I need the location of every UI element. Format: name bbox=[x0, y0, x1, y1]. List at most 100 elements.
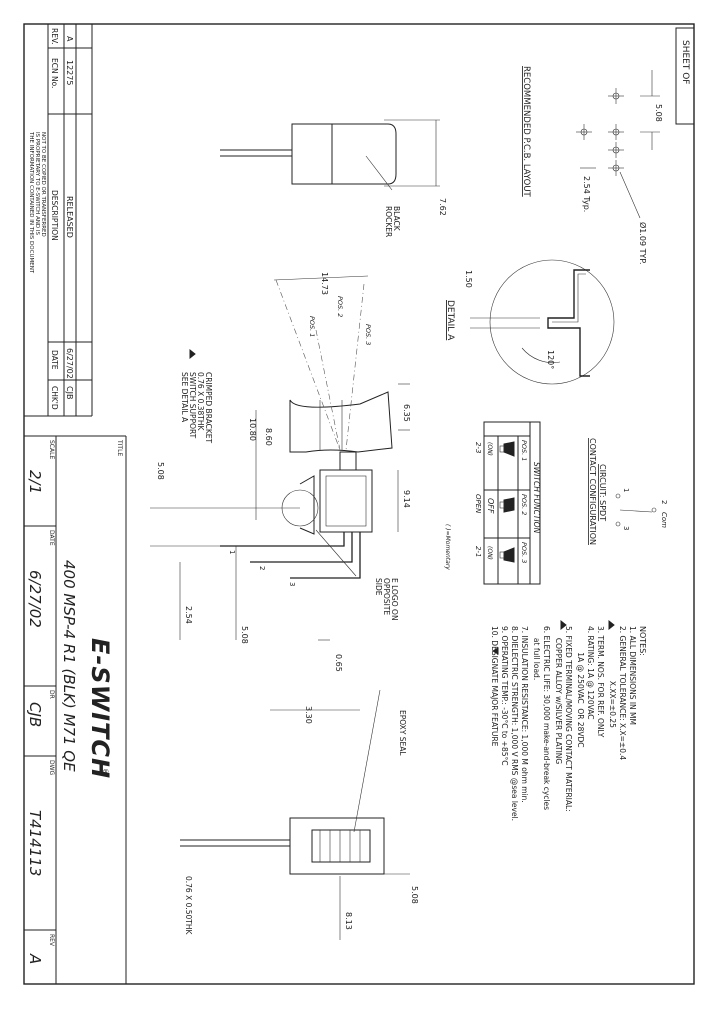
date-header: DATE bbox=[50, 350, 59, 370]
logo-note-line-2: OPPOSITE bbox=[382, 578, 391, 615]
bracket-note-line-2: 0.76 X 0.38THK bbox=[196, 372, 205, 432]
rocker-pos1-base-icon bbox=[499, 445, 505, 453]
terminals: 1 2 3 bbox=[220, 532, 361, 586]
date-value: 6/27/02 bbox=[26, 570, 44, 628]
pos-2-state: OFF bbox=[486, 498, 495, 514]
scale-label: SCALE bbox=[48, 440, 55, 459]
switch-side-view: POS. 1 POS. 2 POS. 3 14.73 6.35 1 2 3 10… bbox=[150, 272, 411, 724]
description-value: RELEASED bbox=[65, 196, 74, 238]
brand-registered-mark: ® bbox=[101, 768, 109, 775]
sheet-of-box: SHEET OF bbox=[675, 27, 695, 125]
note-4b: 1A @ 250VAC OR 28VDC bbox=[576, 626, 585, 748]
momentary-note: ( )=Momentary bbox=[444, 524, 451, 570]
dwg-number: T414113 bbox=[26, 810, 44, 876]
pcb-pitch-dim: 2.54 Typ. bbox=[582, 176, 591, 212]
major-feature-triangle-icon bbox=[492, 647, 499, 655]
chkd-header: CHK'D bbox=[50, 386, 59, 410]
note-5b: COPPER ALLOY w/SILVER PLATING bbox=[554, 626, 563, 764]
pos-1-connection: 2-3 bbox=[474, 442, 482, 453]
rocker-pos2-icon bbox=[503, 497, 515, 513]
rev-value: A bbox=[26, 953, 44, 964]
note-2b: X.XX=±0.25 bbox=[608, 626, 617, 728]
note-9: 9. OPERATING TEMP.: -30°C to +85°C bbox=[500, 626, 509, 766]
drawn-by-label: DR bbox=[48, 690, 55, 699]
chkd-value: CJB bbox=[65, 386, 74, 399]
com-label: Com bbox=[660, 512, 668, 528]
major-feature-marker-icon bbox=[608, 619, 615, 631]
proprietary-line-3: NOT TO BE COPIED OR TRANSFERRED bbox=[40, 132, 46, 237]
note-7: 7. INSULATION RESISTANCE: 1,000 M ohm mi… bbox=[520, 626, 529, 803]
bracket-profile bbox=[547, 269, 590, 377]
rocker-label-line-2: ROCKER bbox=[384, 206, 393, 237]
terminal-size-label: 0.76 X 0.50THK bbox=[184, 876, 193, 936]
position-2-label: POS. 2 bbox=[336, 296, 344, 317]
pcb-hole-dim: Ø1.09 TYP. bbox=[638, 222, 648, 265]
cap-top-dim: 6.35 bbox=[402, 404, 411, 422]
date-value: 6/27/02 bbox=[65, 348, 74, 379]
notes-block: NOTES: 1. ALL DIMENSIONS IN MM 2. GENERA… bbox=[490, 626, 647, 821]
detail-thickness: 1.50 bbox=[464, 270, 473, 288]
logo-note-line-1: E LOGO ON bbox=[390, 578, 399, 621]
detail-a-title: DETAIL A bbox=[445, 300, 455, 341]
detail-angle: 120° bbox=[546, 350, 555, 369]
circuit-title: CIRCUIT: SPDT bbox=[598, 464, 607, 521]
term-length-dim: 3.30 bbox=[304, 706, 313, 724]
terminal-2-number: 2 bbox=[258, 566, 266, 570]
rev-label: REV bbox=[48, 934, 55, 947]
note-5: 5. FIXED TERMINAL/MOVING CONTACT MATERIA… bbox=[564, 626, 573, 812]
pos-3-state: (ON) bbox=[486, 546, 493, 560]
scale-value: 2/1 bbox=[26, 470, 44, 494]
pos-3-header: POS. 3 bbox=[520, 542, 528, 563]
terminal-1-label: 1 bbox=[622, 488, 630, 492]
title-block: TITLE 400 MSP-4 R1 (BLK) M71 QE E-SWITCH… bbox=[24, 435, 127, 984]
epoxy-seal-label: EPOXY SEAL bbox=[398, 710, 407, 756]
circuit-diagram: 2 Com 1 3 CIRCUIT: SPDT CONTACT CONFIGUR… bbox=[588, 438, 668, 545]
major-feature-marker-icon-2 bbox=[560, 619, 567, 631]
crimped-bracket bbox=[299, 475, 315, 535]
description-header: DESCRIPTION bbox=[50, 190, 59, 241]
ecn-header: ECN No. bbox=[50, 58, 59, 88]
body-width-dim: 9.14 bbox=[402, 490, 411, 508]
bracket-note-line-3: SWITCH SUPPORT bbox=[188, 372, 197, 439]
end-length-dim: 8.13 bbox=[344, 912, 353, 930]
rocker-height-dim: 7.62 bbox=[438, 198, 447, 216]
brand-logo: E-SWITCH bbox=[86, 638, 114, 779]
note-4: 4. RATING: 1A @ 120VAC bbox=[586, 626, 595, 720]
rocker-travel-dim: 14.73 bbox=[320, 272, 329, 295]
pos-2-connection: OPEN bbox=[474, 494, 482, 514]
contact-config-title: CONTACT CONFIGURATION bbox=[588, 438, 597, 545]
detail-a: 120° 1.50 DETAIL A bbox=[445, 259, 615, 385]
note-10: 10. DESIGNATE MAJOR FEATURE bbox=[490, 626, 499, 747]
sheet-of-label: SHEET OF bbox=[680, 40, 690, 84]
dwg-label: DWG bbox=[48, 760, 55, 776]
pos-1-header: POS. 1 bbox=[520, 440, 528, 461]
note-2: 2. GENERAL TOLERANCE: X.X=±0.4 bbox=[618, 626, 627, 760]
pcb-layout: RECOMMENDED P.C.B. LAYOUT 5.08 2.54 Typ.… bbox=[521, 66, 663, 265]
rev-value: A bbox=[65, 36, 74, 42]
bracket-offset-dim: 5.08 bbox=[156, 462, 165, 480]
proprietary-line-2: IS PROPRIETARY TO E-SWITCH AND IS bbox=[34, 132, 40, 236]
term-span-dim: 5.08 bbox=[240, 626, 249, 644]
terminal-2 bbox=[250, 532, 353, 563]
rocker-pos3-base-icon bbox=[499, 551, 505, 559]
bracket-note-line-1: CRIMPED BRACKET bbox=[204, 372, 213, 443]
term-thickness-dim: 0.65 bbox=[334, 654, 343, 672]
bracket-major-feature-icon bbox=[189, 348, 196, 360]
sheet-border bbox=[23, 23, 695, 985]
pos-2-header: POS. 2 bbox=[520, 494, 528, 515]
title-label: TITLE bbox=[116, 439, 123, 456]
rocker-cap bbox=[289, 391, 393, 453]
terminal-3 bbox=[290, 532, 361, 579]
drawn-by-value: CJB bbox=[26, 702, 44, 727]
terminal-3-label: 3 bbox=[622, 526, 630, 530]
pcb-holes bbox=[576, 88, 624, 176]
rocker-pos3-icon bbox=[503, 547, 515, 563]
ecn-value: 12275 bbox=[65, 60, 74, 85]
switch-end-view: EPOXY SEAL 5.08 8.13 0.76 X 0.50THK bbox=[180, 689, 419, 940]
term-pitch-dim: 2.54 bbox=[184, 606, 193, 624]
pcb-layout-title: RECOMMENDED P.C.B. LAYOUT bbox=[521, 66, 531, 198]
terminal-3-number: 3 bbox=[288, 582, 296, 586]
rocker-top-view: 7.62 BLACK ROCKER bbox=[220, 119, 447, 237]
revision-table: REV. ECN No. DESCRIPTION DATE CHK'D A 12… bbox=[24, 24, 93, 417]
